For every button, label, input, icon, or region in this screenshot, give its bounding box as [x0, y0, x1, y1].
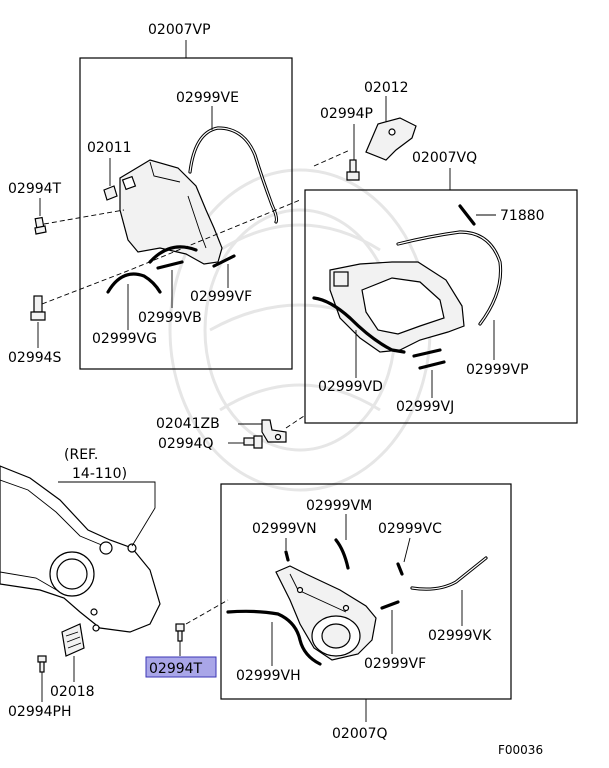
label-02999VC[interactable]: 02999VC [378, 521, 442, 537]
gasket-02999VG-shape [106, 272, 162, 294]
cover-clip-02011 [103, 185, 118, 201]
engine-block-outline [0, 465, 161, 633]
crank-seal-inner [321, 623, 351, 649]
bolt-02994Q [243, 435, 263, 449]
gasket-02999VH-shape [226, 609, 322, 666]
engine-port-inner [56, 558, 88, 590]
label-02007Q[interactable]: 02007Q [332, 726, 388, 742]
gasket-02999VM-shape [334, 538, 350, 570]
label-02999VN[interactable]: 02999VN [252, 521, 317, 537]
label-02999VH[interactable]: 02999VH [236, 668, 301, 684]
bolt-02994PH [37, 655, 47, 673]
part-71880-strip [458, 204, 476, 226]
gasket-02999VC-piece [396, 562, 404, 576]
bolt-02994P [346, 159, 360, 181]
label-02999VK[interactable]: 02999VK [428, 628, 492, 644]
bolt-02994T-upper [34, 216, 47, 235]
bracket-02041ZB [261, 419, 287, 443]
label-02999VE[interactable]: 02999VE [176, 90, 239, 106]
label-02994T-upper[interactable]: 02994T [8, 181, 62, 197]
gasket-02999VF-upper-strip [212, 254, 236, 268]
label-02041ZB[interactable]: 02041ZB [156, 416, 220, 432]
label-02994S[interactable]: 02994S [8, 350, 62, 366]
label-02999VG[interactable]: 02999VG [92, 331, 157, 347]
label-71880[interactable]: 71880 [500, 208, 545, 224]
frame-middle-cover [304, 189, 578, 424]
label-02999VJ[interactable]: 02999VJ [396, 399, 454, 415]
gasket-02999VB-curve [148, 245, 198, 264]
label-02007VQ[interactable]: 02007VQ [412, 150, 477, 166]
engine-stud-boss [99, 541, 113, 555]
label-02994Q[interactable]: 02994Q [158, 436, 214, 452]
label-02018[interactable]: 02018 [50, 684, 95, 700]
bracket-02012-shape [365, 117, 417, 161]
cover-tab [121, 175, 137, 191]
label-ref-line2[interactable]: 14-110) [72, 466, 127, 482]
gasket-02999VK-loop [410, 556, 488, 591]
label-02999VF-upper[interactable]: 02999VF [190, 289, 252, 305]
lower-cover-group: 02007Q 02999VM 02999VN 02999VC 02999VK 0… [220, 483, 512, 742]
label-02994T-lower[interactable]: 02994T [149, 661, 203, 677]
engine-block-ref [0, 465, 161, 633]
highlight-02994T-lower[interactable] [145, 656, 217, 678]
label-02999VD[interactable]: 02999VD [318, 379, 383, 395]
bolt-02994T-lower [175, 623, 185, 642]
engine-stud-boss-2 [127, 543, 137, 553]
gasket-02999VJ-strip-b [418, 360, 446, 370]
label-02999VM[interactable]: 02999VM [306, 498, 372, 514]
middle-cover-group: 02007VQ 02012 02994P 71880 02999VP 02999… [304, 80, 578, 424]
gasket-02999VD-shape [312, 296, 406, 354]
bracket-02018 [61, 623, 85, 657]
label-02012[interactable]: 02012 [364, 80, 409, 96]
label-02007VP-top[interactable]: 02007VP [148, 22, 211, 38]
label-02999VP[interactable]: 02999VP [466, 362, 529, 378]
figure-code: F00036 [498, 743, 543, 757]
label-02999VB[interactable]: 02999VB [138, 310, 202, 326]
gasket-02999VF-lower-strip [380, 600, 400, 610]
label-02994P[interactable]: 02994P [320, 106, 373, 122]
upper-timing-cover [119, 159, 223, 265]
cover-mount-tab [333, 271, 349, 287]
cover-inner-face [361, 277, 445, 335]
bolt-02994S [30, 295, 46, 321]
label-02994PH[interactable]: 02994PH [8, 704, 72, 720]
label-ref-line1[interactable]: (REF. [64, 447, 98, 463]
gasket-02999VB-strip [156, 260, 184, 270]
gasket-02999VN-piece [284, 550, 290, 562]
label-02999VF-lower[interactable]: 02999VF [364, 656, 426, 672]
gasket-02999VJ-strip-a [412, 348, 442, 358]
upper-cover-group: 02007VP 02011 02999VE 02999VF 02999VB 02… [41, 22, 301, 370]
label-02011[interactable]: 02011 [87, 140, 132, 156]
